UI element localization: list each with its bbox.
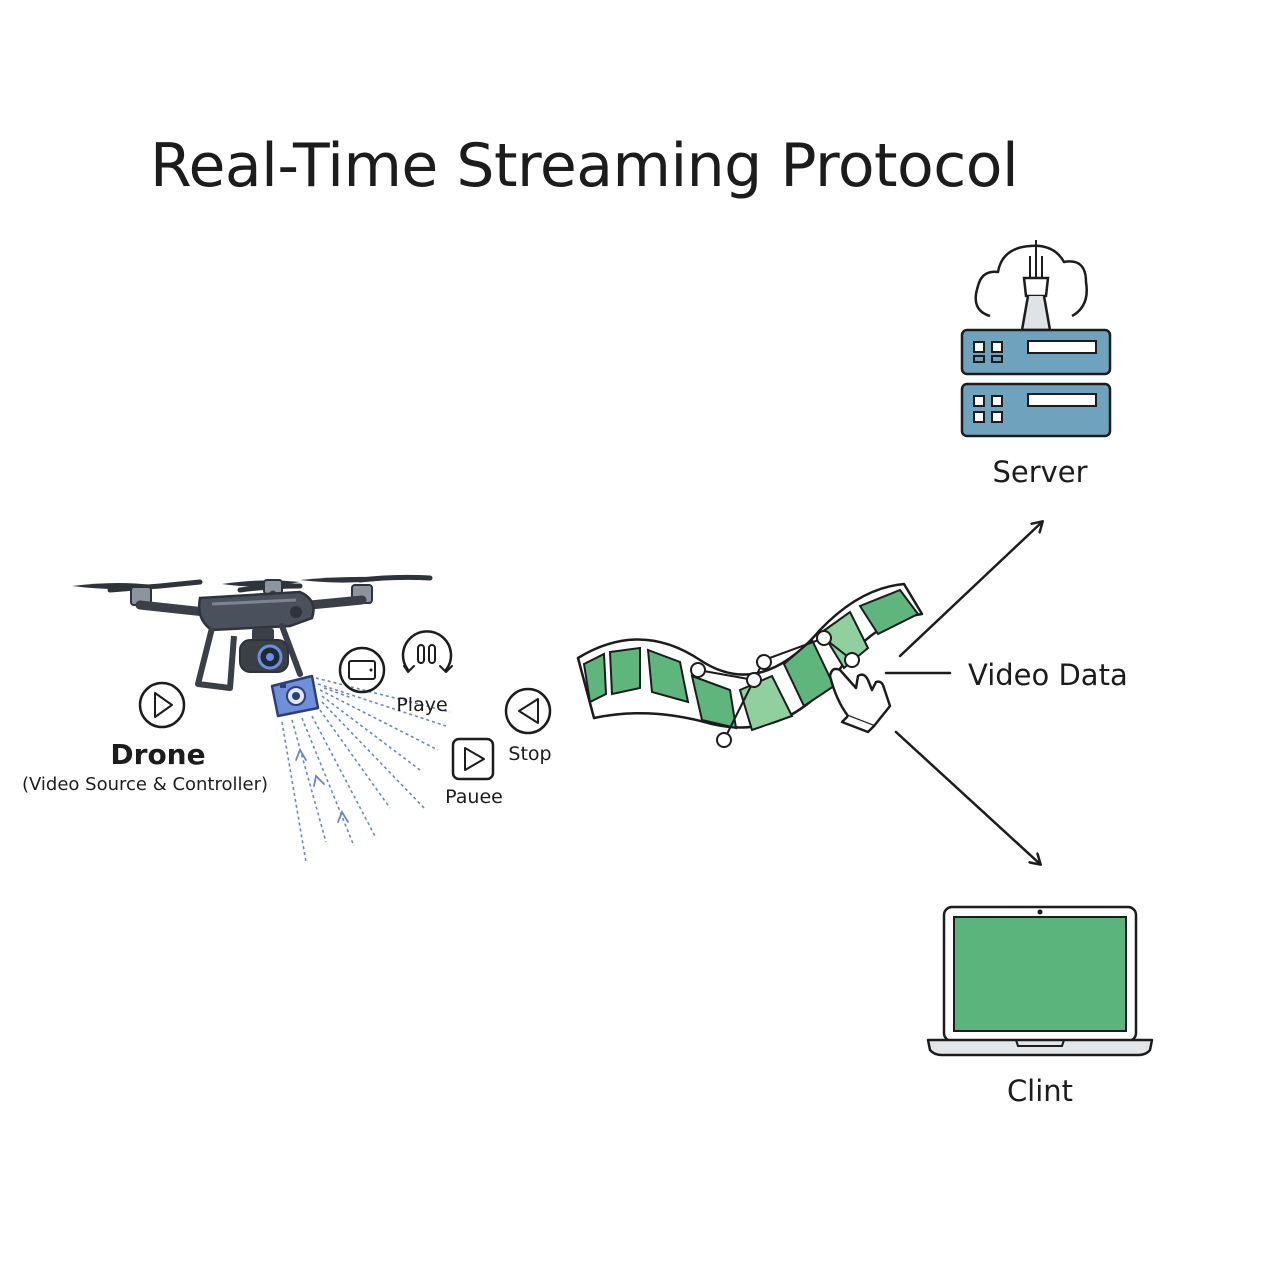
client-label: Clint xyxy=(1007,1074,1073,1108)
drone-icon xyxy=(72,574,433,691)
cloud-tower-icon xyxy=(974,240,1088,332)
drone-sublabel: (Video Source & Controller) xyxy=(22,774,268,795)
player-label: Playe xyxy=(396,694,447,716)
pause-label: Pauee xyxy=(445,786,503,808)
film-strip-icon xyxy=(576,582,924,748)
rewind-circle-icon[interactable] xyxy=(504,687,552,735)
drone-label: Drone xyxy=(110,738,205,771)
signal-arrows xyxy=(295,747,349,823)
video-data-label: Video Data xyxy=(968,658,1128,692)
pause-circle-icon[interactable] xyxy=(401,630,453,673)
camera-icon xyxy=(270,674,320,718)
laptop-icon xyxy=(926,905,1154,1057)
stop-label: Stop xyxy=(508,743,551,765)
signal-lines xyxy=(281,677,451,863)
server-label: Server xyxy=(992,455,1087,489)
server-rack-icon xyxy=(960,328,1112,438)
arrow-to-client xyxy=(894,730,1040,864)
hand-pointer-icon xyxy=(828,667,892,734)
diagram-title: Real-Time Streaming Protocol xyxy=(150,131,1018,201)
arrow-to-server xyxy=(898,522,1042,658)
play-circle-icon[interactable] xyxy=(138,681,186,729)
screen-circle-icon[interactable] xyxy=(338,646,386,694)
play-square-icon[interactable] xyxy=(451,737,495,781)
